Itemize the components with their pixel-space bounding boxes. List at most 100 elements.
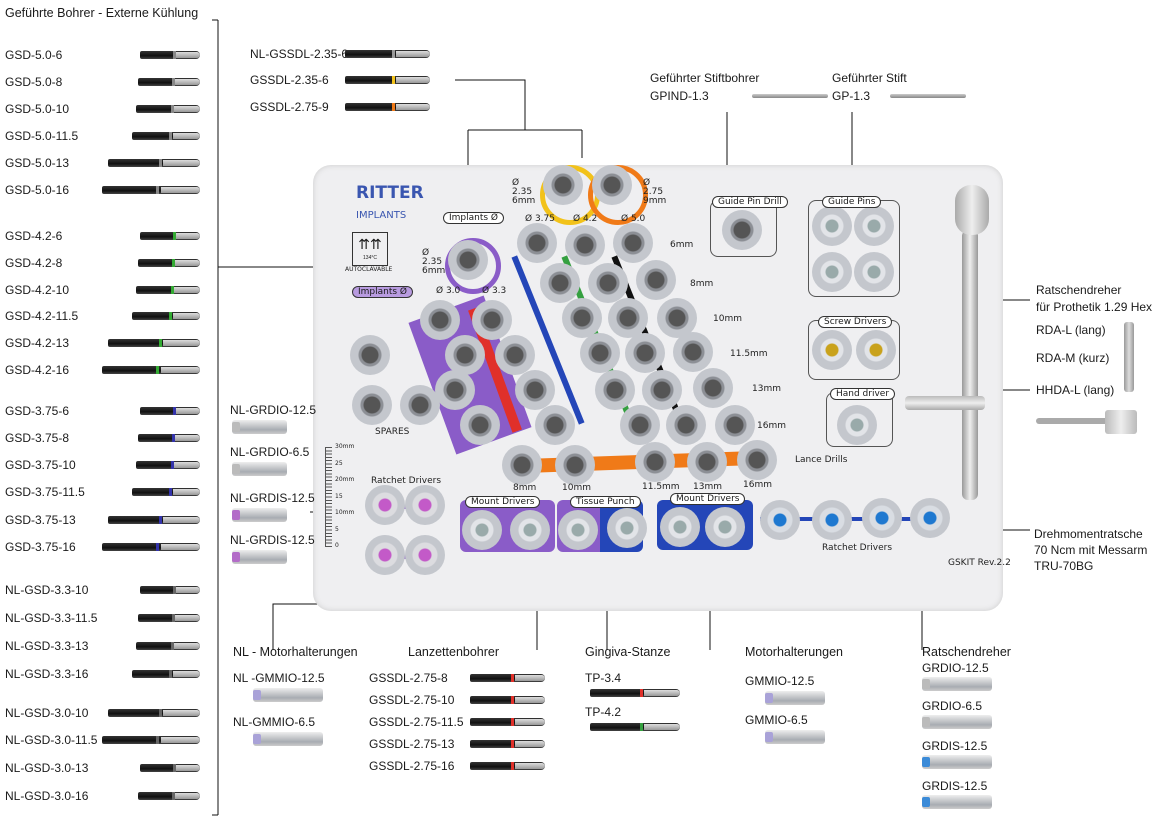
holder-box	[826, 392, 893, 447]
label: NL-GRDIS-12.5	[230, 533, 315, 547]
instrument-socket[interactable]	[910, 498, 950, 538]
instrument-socket[interactable]	[558, 510, 598, 550]
instrument-socket[interactable]	[448, 240, 488, 280]
instrument-socket[interactable]	[693, 368, 733, 408]
instrument-socket[interactable]	[460, 405, 500, 445]
drill-label: GSD-4.2-10	[5, 283, 70, 297]
instrument-socket[interactable]	[854, 252, 894, 292]
instrument-socket[interactable]	[666, 405, 706, 445]
instrument-socket[interactable]	[540, 263, 580, 303]
instrument-socket[interactable]	[580, 333, 620, 373]
instrument-socket[interactable]	[660, 507, 700, 547]
instrument-socket[interactable]	[657, 298, 697, 338]
torque-ratchet-image	[962, 230, 978, 500]
instrument-socket[interactable]	[435, 370, 475, 410]
instrument-socket[interactable]	[760, 500, 800, 540]
instrument-socket[interactable]	[613, 223, 653, 263]
instrument-socket[interactable]	[565, 225, 605, 265]
instrument-socket[interactable]	[715, 405, 755, 445]
ritter-logo: RITTER IMPLANTS	[338, 183, 424, 222]
instrument-socket[interactable]	[405, 535, 445, 575]
holder-box	[808, 320, 900, 380]
tray-label: 2.35	[422, 257, 443, 267]
drill-image	[140, 232, 200, 240]
drill-label: GSD-4.2-16	[5, 363, 70, 377]
instrument-socket[interactable]	[722, 210, 762, 250]
drill-label: GSD-3.75-10	[5, 458, 76, 472]
drill-image	[132, 488, 200, 496]
instrument-socket[interactable]	[837, 405, 877, 445]
instrument-socket[interactable]	[445, 335, 485, 375]
drill-label: NL-GSD-3.0-13	[5, 761, 89, 775]
ruler-label: 0	[335, 542, 339, 549]
instrument-socket[interactable]	[350, 335, 390, 375]
instrument-socket[interactable]	[636, 260, 676, 300]
instrument-socket[interactable]	[687, 442, 727, 482]
instrument-socket[interactable]	[635, 442, 675, 482]
guide-pin-drill-label: Guide Pin Drill	[712, 196, 788, 208]
drill-label: GSD-5.0-8	[5, 75, 63, 89]
instrument-socket[interactable]	[420, 300, 460, 340]
instrument-socket[interactable]	[812, 252, 852, 292]
instrument-socket[interactable]	[607, 508, 647, 548]
instrument-socket[interactable]	[854, 206, 894, 246]
instrument-socket[interactable]	[642, 370, 682, 410]
instrument-socket[interactable]	[608, 298, 648, 338]
instrument-socket[interactable]	[535, 405, 575, 445]
instrument-socket[interactable]	[812, 500, 852, 540]
instrument-socket[interactable]	[405, 485, 445, 525]
drill-label: GSD-5.0-11.5	[5, 129, 79, 143]
label: Drehmomentratsche	[1034, 527, 1143, 541]
instrument-socket[interactable]	[592, 165, 632, 205]
tray-label: Ø 3.75	[525, 214, 555, 224]
length-label: 6mm	[670, 240, 694, 250]
instrument-socket[interactable]	[495, 335, 535, 375]
instrument-socket[interactable]	[543, 165, 583, 205]
instrument-socket[interactable]	[595, 370, 635, 410]
instrument-socket[interactable]	[562, 298, 602, 338]
label: Geführter Stift	[832, 71, 907, 85]
label: Ratschendreher	[1036, 283, 1122, 297]
drill-image	[140, 51, 200, 59]
instrument-image	[922, 755, 992, 769]
instrument-socket[interactable]	[510, 510, 550, 550]
instrument-socket[interactable]	[517, 223, 557, 263]
instrument-socket[interactable]	[812, 330, 852, 370]
instrument-socket[interactable]	[352, 385, 392, 425]
drill-image	[140, 407, 200, 415]
instrument-socket[interactable]	[673, 332, 713, 372]
drill-label: GSD-4.2-6	[5, 229, 63, 243]
drill-image	[136, 105, 200, 113]
ruler	[325, 447, 332, 547]
holder-box	[710, 200, 777, 257]
instrument-socket[interactable]	[812, 206, 852, 246]
instrument-socket[interactable]	[472, 300, 512, 340]
instrument-socket[interactable]	[588, 263, 628, 303]
tray-label: Ø 3.0	[436, 286, 461, 296]
instrument-socket[interactable]	[400, 385, 440, 425]
holder-box	[808, 200, 900, 297]
instrument-socket[interactable]	[620, 405, 660, 445]
instrument-image	[922, 715, 992, 729]
drill-label: GSD-3.75-16	[5, 540, 76, 554]
instrument-socket[interactable]	[705, 507, 745, 547]
instrument-socket[interactable]	[856, 330, 896, 370]
label: GRDIO-6.5	[922, 699, 983, 713]
instrument-socket[interactable]	[625, 333, 665, 373]
drill-image	[108, 339, 200, 347]
instrument-socket[interactable]	[515, 370, 555, 410]
drill-image	[470, 674, 545, 682]
drill-label: GSD-4.2-11.5	[5, 309, 79, 323]
instrument-socket[interactable]	[862, 498, 902, 538]
instrument-socket[interactable]	[462, 510, 502, 550]
instrument-socket[interactable]	[737, 440, 777, 480]
instrument-socket[interactable]	[365, 485, 405, 525]
instrument-image	[253, 732, 323, 746]
drill-label: NL-GSD-3.0-11.5	[5, 733, 98, 747]
pin-image	[752, 94, 828, 98]
instrument-socket[interactable]	[365, 535, 405, 575]
drill-image	[140, 764, 200, 772]
instrument-socket[interactable]	[502, 445, 542, 485]
instrument-socket[interactable]	[555, 445, 595, 485]
label: NL-GRDIO-12.5	[230, 403, 317, 417]
